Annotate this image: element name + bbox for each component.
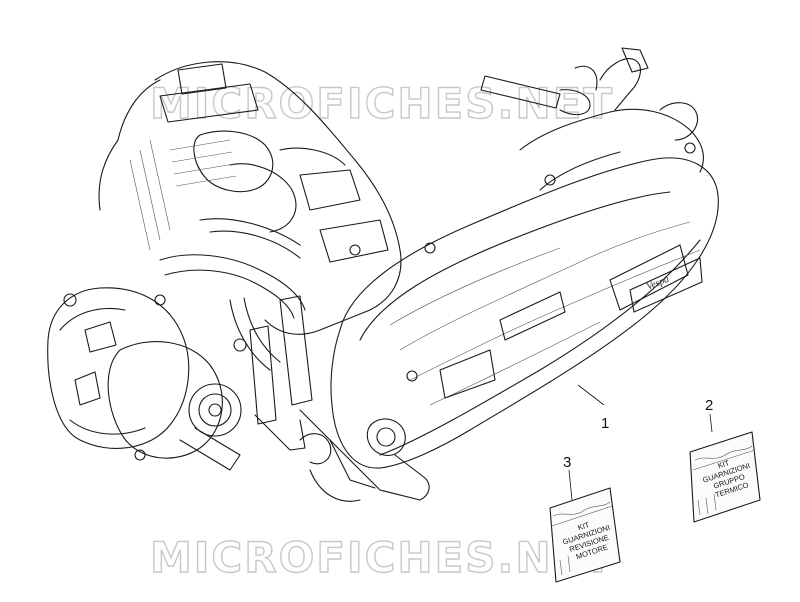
gasket-kit-bag-thermal-group: KIT GUARNIZIONI GRUPPO TERMICO — [689, 431, 761, 523]
callout-number-2: 2 — [705, 397, 713, 414]
bag2-line1: KIT — [717, 458, 731, 470]
watermark-bottom: MICROFICHES.NET — [150, 533, 614, 582]
callout-2: 2 — [705, 397, 713, 433]
callout-number-3: 3 — [563, 454, 571, 471]
callout-3: 3 — [563, 454, 573, 501]
watermark-top: MICROFICHES.NET — [150, 79, 614, 128]
callout-1: 1 — [577, 384, 609, 432]
engine-drawing: Vespa — [47, 47, 719, 502]
callout-number-1: 1 — [601, 415, 609, 432]
bag3-line1: KIT — [577, 520, 591, 532]
gasket-kit-bag-engine-overhaul: KIT GUARNIZIONI REVISIONE MOTORE — [549, 487, 621, 583]
